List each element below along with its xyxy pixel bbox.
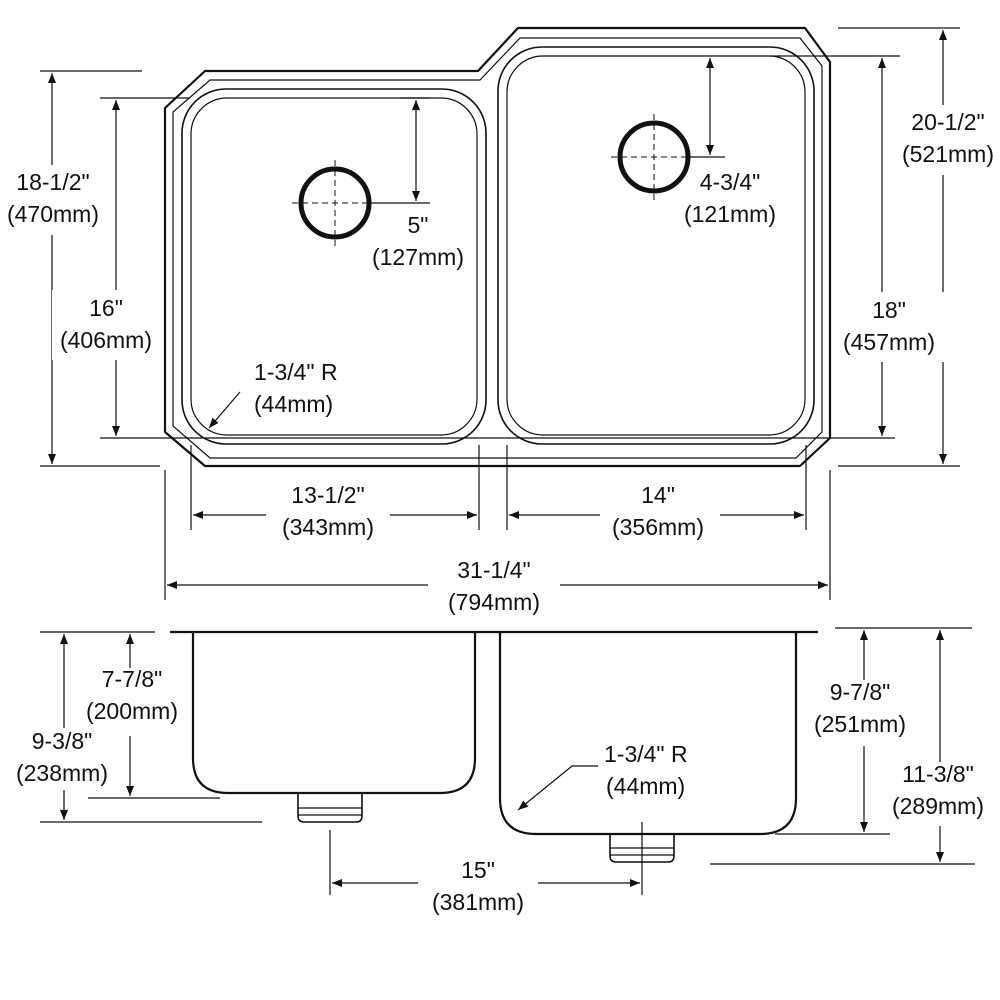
label-drain-height-right-in: 11-3/8" (902, 761, 974, 787)
right-drain (617, 120, 691, 194)
label-drain-height-left-mm: (238mm) (16, 760, 108, 786)
label-drain-spacing-in: 15" (461, 857, 495, 883)
top-view: 18-1/2" (470mm) 16" (406mm) 5" (127mm) 1… (2, 26, 1000, 623)
label-drain-offset-right-in: 4-3/4" (700, 169, 761, 195)
label-drain-offset-left-mm: (127mm) (372, 244, 464, 270)
label-drain-offset-right-mm: (121mm) (684, 201, 776, 227)
label-bowl-width-left-mm: (343mm) (282, 514, 374, 540)
label-bowl-width-right-in: 14" (641, 482, 675, 508)
side-left-drain-fitting (297, 793, 363, 823)
label-drain-height-left-in: 9-3/8" (32, 728, 93, 754)
left-bowl-inner (190, 97, 478, 436)
label-overall-depth-left-mm: (470mm) (7, 201, 99, 227)
label-corner-radius-top-mm: (44mm) (254, 391, 333, 417)
label-bowl-width-left-in: 13-1/2" (291, 482, 364, 508)
label-overall-depth-left-in: 18-1/2" (16, 169, 89, 195)
label-overall-depth-right-mm: (521mm) (902, 141, 994, 167)
label-overall-width-in: 31-1/4" (457, 557, 530, 583)
label-corner-radius-side-mm: (44mm) (606, 773, 685, 799)
label-corner-radius-top-in: 1-3/4" R (254, 359, 338, 385)
label-bowl-height-left-in: 7-7/8" (102, 666, 163, 692)
side-view: 7-7/8" (200mm) 9-3/8" (238mm) 1-3/4" R (… (8, 627, 994, 920)
label-bowl-depth-left-in: 16" (89, 295, 123, 321)
left-bowl-outline (181, 88, 487, 445)
label-drain-offset-left-in: 5" (408, 212, 429, 238)
leader-corner-radius-top (208, 391, 241, 429)
label-overall-width-mm: (794mm) (448, 589, 540, 615)
right-bowl-inner (506, 55, 806, 436)
label-drain-spacing-mm: (381mm) (432, 889, 524, 915)
label-bowl-height-right-in: 9-7/8" (830, 679, 891, 705)
label-bowl-depth-right-mm: (457mm) (843, 329, 935, 355)
label-corner-radius-side-in: 1-3/4" R (604, 741, 688, 767)
right-bowl-outline (497, 46, 815, 445)
side-left-bowl-profile (191, 632, 477, 795)
left-drain (298, 166, 372, 240)
label-overall-depth-right-in: 20-1/2" (911, 109, 984, 135)
label-bowl-depth-left-mm: (406mm) (60, 327, 152, 353)
side-right-bowl-profile (498, 632, 798, 836)
label-bowl-height-left-mm: (200mm) (86, 698, 178, 724)
label-bowl-depth-right-in: 18" (872, 297, 906, 323)
label-bowl-width-right-mm: (356mm) (612, 514, 704, 540)
sink-flange-inner-outline (172, 37, 823, 459)
label-drain-height-right-mm: (289mm) (892, 793, 984, 819)
leader-corner-radius-side (517, 765, 598, 811)
label-bowl-height-right-mm: (251mm) (814, 711, 906, 737)
